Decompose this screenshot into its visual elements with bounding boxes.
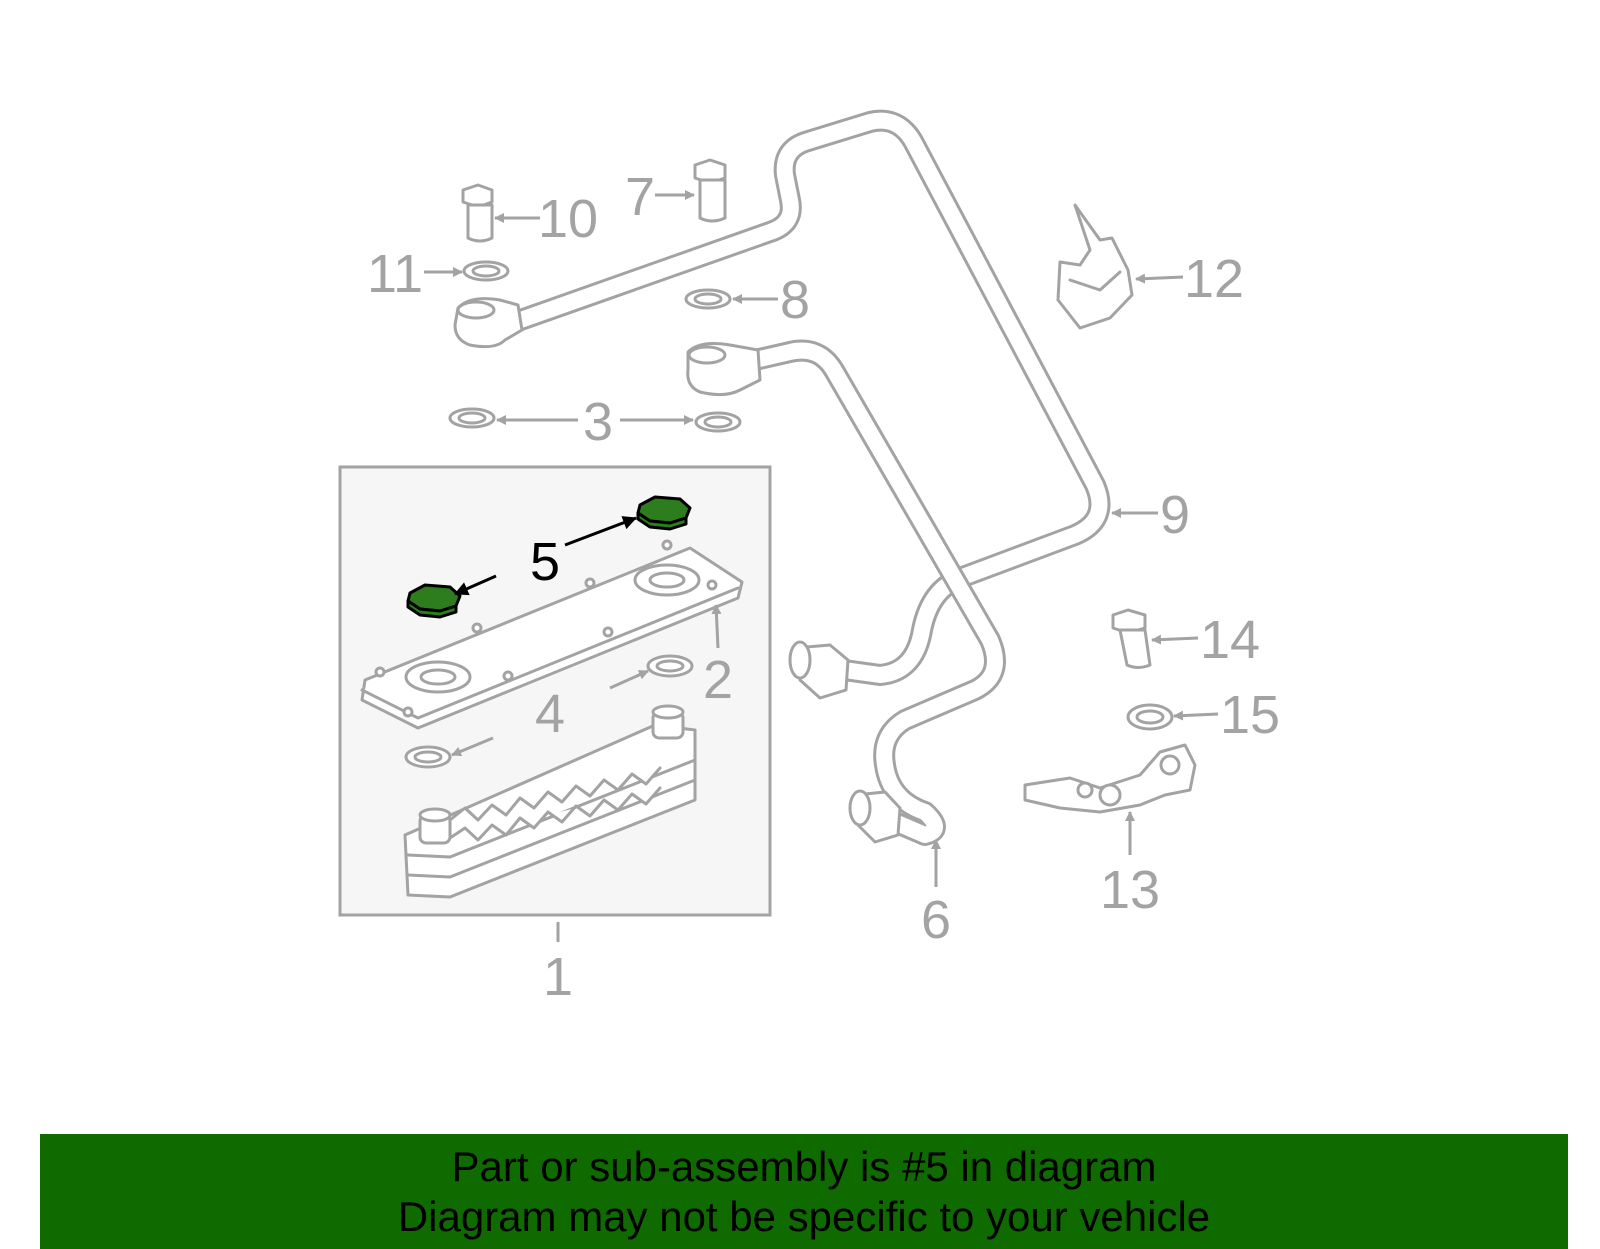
bolt-part-10[interactable]	[461, 183, 494, 243]
bolt-part-7[interactable]	[693, 158, 727, 223]
seal-part-4[interactable]	[404, 654, 694, 769]
oil-cooler-core[interactable]	[403, 704, 697, 899]
leader-line-2	[711, 604, 722, 649]
bolt-part-14[interactable]	[1111, 608, 1152, 669]
leader-line-4b	[451, 736, 494, 757]
callout-4: 4	[535, 684, 565, 744]
bracket-part-12[interactable]	[1056, 203, 1134, 330]
callout-5: 5	[530, 532, 560, 592]
leader-line-12	[1135, 273, 1184, 284]
callout-14: 14	[1200, 610, 1260, 670]
highlighted-plug-part-5[interactable]	[406, 495, 692, 619]
banner-line-part-number: Part or sub-assembly is #5 in diagram	[451, 1142, 1157, 1190]
callout-9: 9	[1160, 485, 1190, 545]
callout-10: 10	[538, 189, 598, 249]
leader-line-15	[1173, 710, 1219, 721]
leader-line-14	[1151, 634, 1199, 645]
callout-7: 7	[625, 167, 655, 227]
callout-15: 15	[1220, 685, 1280, 745]
banner-line-disclaimer: Diagram may not be specific to your vehi…	[397, 1192, 1211, 1240]
washer-part-11[interactable]	[462, 260, 510, 282]
callout-13: 13	[1100, 860, 1160, 920]
callout-11: 11	[367, 244, 423, 304]
callout-8: 8	[780, 270, 810, 330]
leader-line-5b	[564, 516, 637, 547]
leader-line-5a	[454, 574, 497, 596]
callout-12: 12	[1184, 249, 1244, 309]
info-banner: Part or sub-assembly is #5 in diagram Di…	[40, 1134, 1568, 1249]
cover-plate-part-2[interactable]	[360, 539, 744, 730]
washer-part-15[interactable]	[1126, 703, 1174, 731]
pipe-part-6[interactable]	[686, 339, 1006, 846]
pipe-part-9[interactable]	[453, 109, 1111, 700]
callout-1: 1	[543, 947, 573, 1007]
callout-2: 2	[703, 650, 733, 710]
leader-line-4a	[609, 669, 649, 690]
callout-3: 3	[583, 392, 613, 452]
bracket-part-13[interactable]	[1023, 743, 1197, 814]
callout-6: 6	[921, 890, 951, 950]
washer-part-8[interactable]	[684, 288, 732, 310]
washer-part-3[interactable]	[448, 407, 742, 433]
